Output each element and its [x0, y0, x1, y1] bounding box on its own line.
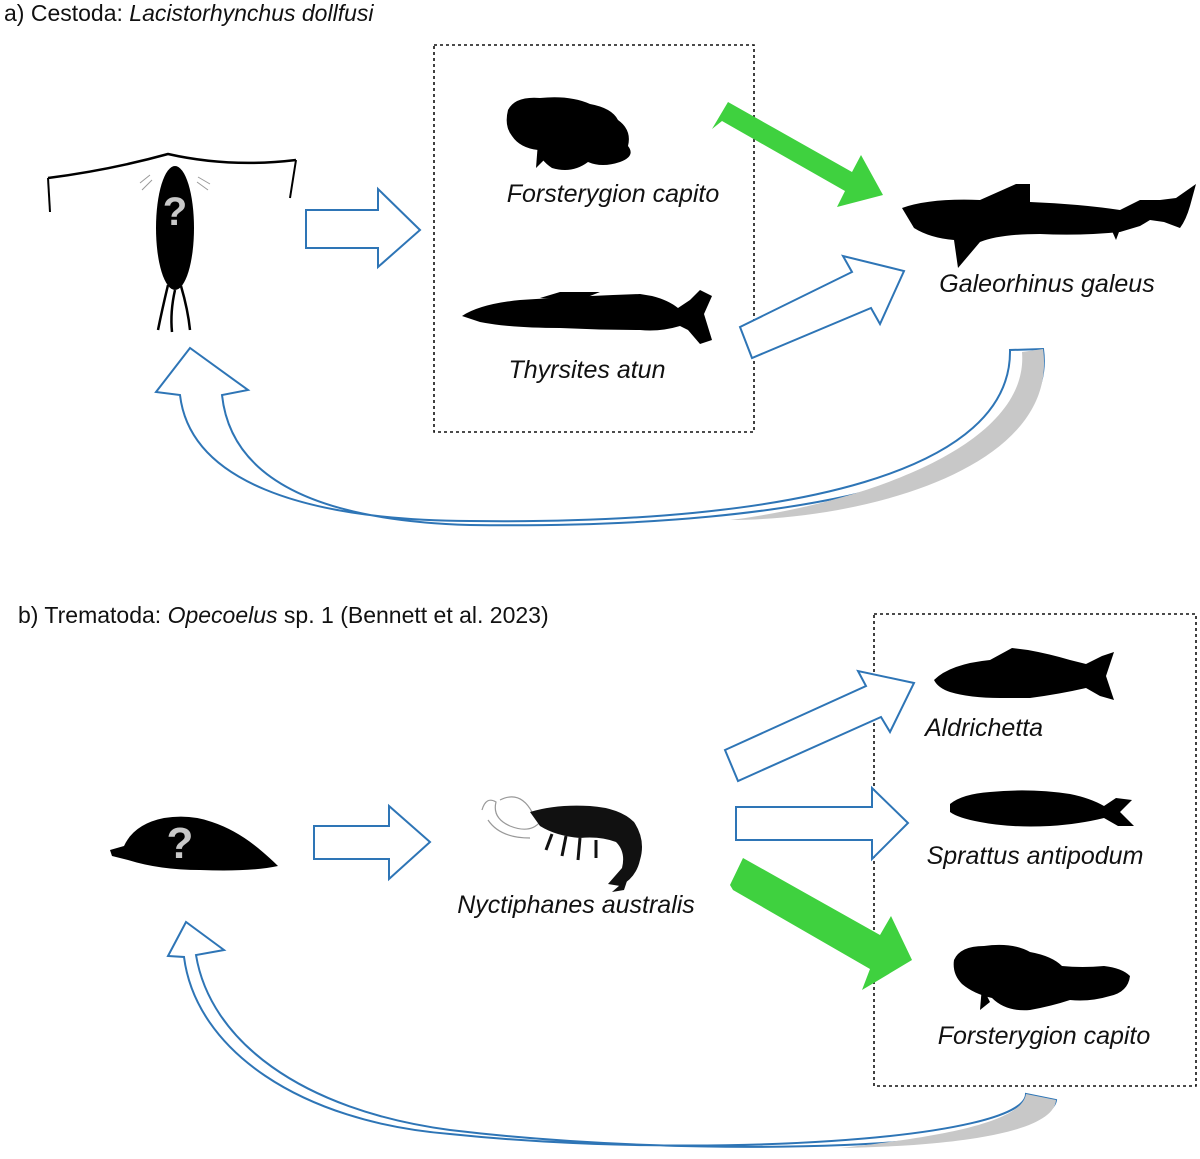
confirmed-arrow-krill-to-forsterygion — [730, 858, 912, 990]
panel-b-title-species: Opecoelus — [167, 602, 278, 628]
panel-b-title: b) Trematoda: Opecoelus sp. 1 (Bennett e… — [18, 602, 549, 629]
label-aldrichetta: Aldrichetta — [923, 714, 1043, 742]
gastropod-icon — [110, 816, 278, 871]
sprattus-antipodum-icon — [950, 790, 1134, 827]
arrow-copepod-to-fish — [305, 186, 422, 270]
panel-b-title-prefix: b) Trematoda: — [18, 602, 168, 628]
return-arrow-shadow-b — [840, 1094, 1056, 1148]
copepod-icon — [47, 152, 297, 333]
arrow-krill-to-aldrichetta — [723, 669, 916, 783]
arrow-krill-to-sprattus — [735, 785, 910, 862]
arrow-gastropod-to-krill — [313, 803, 432, 882]
confirmed-arrow-forsterygion-to-galeorhinus — [712, 102, 883, 207]
label-thyrsites-atun: Thyrsites atun — [508, 356, 665, 384]
return-arrow-shadow-a — [730, 349, 1045, 520]
forsterygion-capito-icon-b — [953, 944, 1130, 1011]
panel-a-title-species: Lacistorhynchus dollfusi — [129, 0, 374, 26]
label-forsterygion-capito-a: Forsterygion capito — [507, 180, 720, 208]
label-galeorhinus-galeus: Galeorhinus galeus — [939, 270, 1154, 298]
return-arrow-fish-to-gastropod — [166, 920, 1058, 1148]
thyrsites-atun-icon — [462, 290, 712, 344]
panel-b-unknown-host-mark: ? — [167, 819, 194, 868]
panel-a-title-prefix: a) Cestoda: — [4, 0, 130, 26]
panel-a-unknown-host-mark: ? — [163, 190, 187, 234]
return-arrow-shark-to-copepod — [154, 346, 1045, 527]
intermediate-host-box-a — [433, 44, 755, 433]
aldrichetta-icon — [934, 648, 1114, 700]
panel-a-title: a) Cestoda: Lacistorhynchus dollfusi — [4, 0, 373, 27]
forsterygion-capito-icon-a — [506, 97, 631, 170]
label-sprattus-antipodum: Sprattus antipodum — [927, 842, 1144, 870]
panel-b-title-suffix: sp. 1 (Bennett et al. 2023) — [277, 602, 549, 628]
nyctiphanes-australis-icon — [481, 796, 642, 892]
label-forsterygion-capito-b: Forsterygion capito — [938, 1022, 1151, 1050]
arrow-thyrsites-to-galeorhinus — [738, 254, 906, 360]
label-nyctiphanes-australis: Nyctiphanes australis — [457, 891, 695, 919]
galeorhinus-galeus-icon — [902, 184, 1196, 268]
